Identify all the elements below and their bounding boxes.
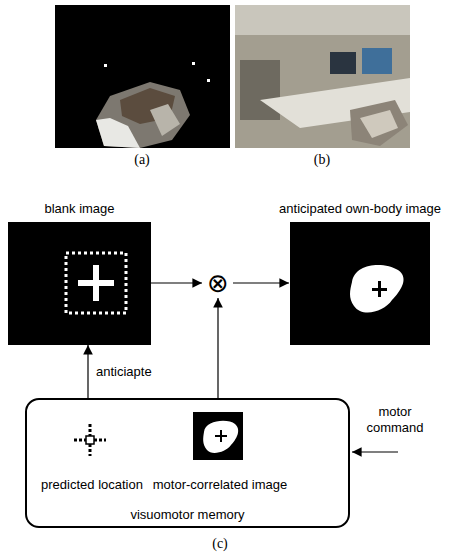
monitor <box>330 52 356 74</box>
subfigure-label: (b) <box>292 152 352 169</box>
image-box: anticipated own-body image <box>290 222 430 345</box>
command-arrow <box>352 451 398 452</box>
shelf <box>240 60 280 120</box>
subfigure-label: (a) <box>112 152 172 169</box>
cross-mark <box>215 435 227 437</box>
node-label: visuomotor memory <box>130 508 244 523</box>
memory-item: predicted location <box>36 414 148 496</box>
photo-a <box>55 5 230 148</box>
body-blob <box>203 421 238 453</box>
image-ground <box>8 222 151 345</box>
predicted-location-symbol <box>74 424 106 456</box>
image-ground <box>290 222 430 345</box>
flow-arrow <box>233 282 289 283</box>
dotted-window <box>66 253 126 313</box>
memory-item: motor-correlated image <box>148 410 292 496</box>
cross-mark <box>372 288 387 291</box>
subfigure-label: (c) <box>190 536 250 553</box>
robot-hand <box>350 100 408 146</box>
motor-image-picture <box>193 412 243 460</box>
body-blob <box>350 265 404 313</box>
image-ground <box>193 412 243 460</box>
multiply-operator: ⊗ <box>203 268 233 298</box>
blank-image-picture <box>8 222 151 345</box>
flow-arrow <box>217 298 218 398</box>
noise-dot <box>192 62 195 65</box>
center-box <box>86 436 94 444</box>
flow-arrow <box>151 282 202 283</box>
hand-patch <box>96 82 190 148</box>
image-box: blank image <box>8 222 151 345</box>
edge-label: anticiapte <box>94 364 154 380</box>
monitor <box>362 48 392 74</box>
operator-symbol: ⊗ <box>207 270 229 296</box>
ceiling <box>235 5 410 35</box>
node-label: anticipated own-body image <box>279 202 441 217</box>
node-label: blank image <box>44 202 114 217</box>
robot-hand <box>360 110 398 138</box>
anticipated-image-picture <box>290 222 430 345</box>
noise-dot <box>207 79 210 82</box>
hand-patch <box>96 118 140 148</box>
node-label: predicted location <box>41 478 143 493</box>
photo-ground <box>235 5 410 148</box>
input-label: motor command <box>360 404 430 435</box>
photo-ground <box>55 5 230 148</box>
memory-box: visuomotor memory predicted location motor… <box>25 398 350 528</box>
cross-mark <box>78 280 114 286</box>
noise-dot <box>104 64 107 67</box>
node-label: motor-correlated image <box>153 478 287 493</box>
photo-b <box>235 5 410 148</box>
hand-patch <box>150 104 180 136</box>
flow-arrow <box>87 345 88 398</box>
